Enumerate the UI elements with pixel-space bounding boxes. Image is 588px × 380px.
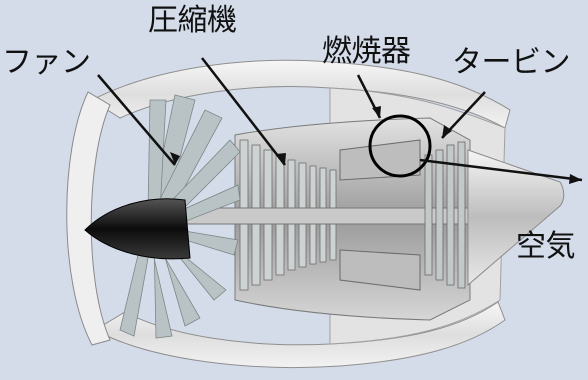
combustor-highlight-circle xyxy=(368,114,432,178)
arrowheads xyxy=(170,106,582,184)
compressor-arrow xyxy=(201,57,286,166)
label-turbine: タービン xyxy=(452,45,571,80)
nose-cone xyxy=(84,198,191,260)
nacelle-casing xyxy=(91,59,511,129)
label-air: 空気 xyxy=(516,229,576,264)
fan-arrow xyxy=(97,74,176,166)
label-arrows xyxy=(97,57,583,182)
exhaust-cone xyxy=(467,149,565,287)
intake-lip xyxy=(66,91,111,346)
label-compressor: 圧縮機 xyxy=(148,3,237,38)
label-fan: ファン xyxy=(2,45,91,80)
combustor-chamber xyxy=(339,139,421,291)
air-arrow xyxy=(419,158,583,182)
nacelle-lower xyxy=(93,301,506,368)
label-combustor: 燃焼器 xyxy=(322,34,411,69)
